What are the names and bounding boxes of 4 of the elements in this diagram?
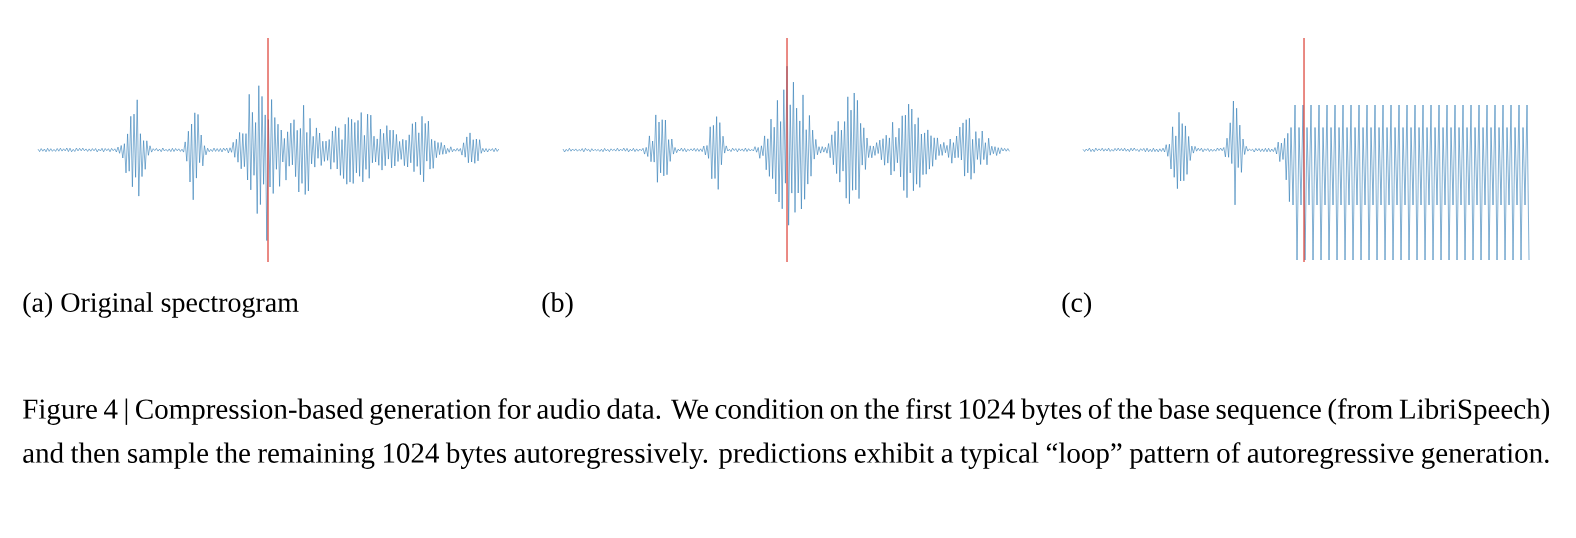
panel-label: (a) Original spectrogram — [23, 292, 299, 318]
panel-label: (b) — [542, 292, 573, 318]
panel-label: (c) — [1062, 292, 1092, 318]
caption: Figure 4 | Compression-based generation for audio data. We condition on the first 1024 bytes of the base sequence (from LibriSpeech) and then sample the remaining 1024 bytes autoregressively. predictions exhibit a typical “loop” pattern of autoregressive generation. — [23, 398, 1550, 469]
